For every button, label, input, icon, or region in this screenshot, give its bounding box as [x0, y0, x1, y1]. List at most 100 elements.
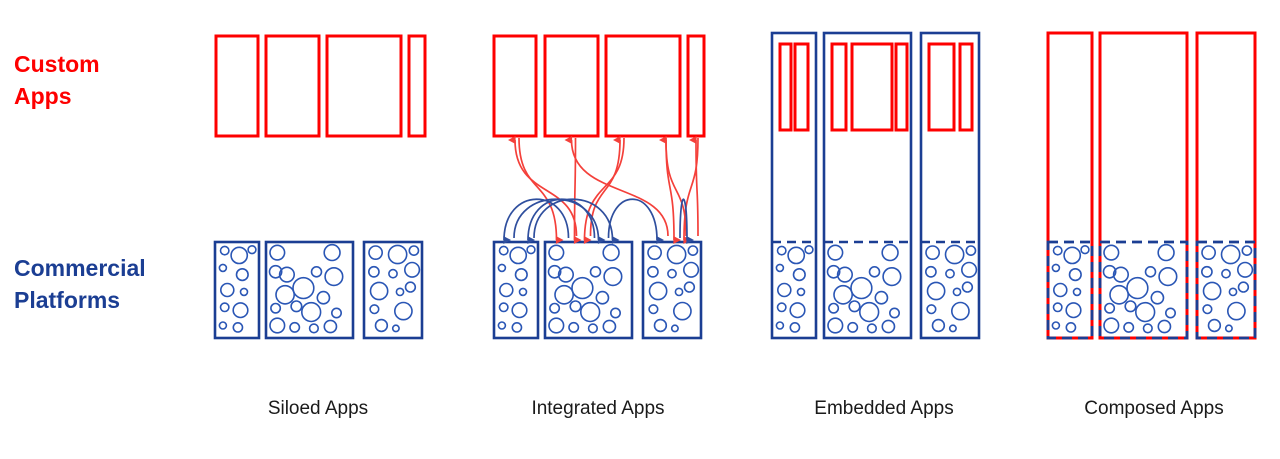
composed-platform-region	[1098, 240, 1189, 340]
commercial-platform-box	[213, 240, 261, 340]
bubble	[667, 268, 677, 279]
bubble	[1150, 290, 1165, 305]
bubble	[1103, 244, 1120, 261]
bubble	[579, 301, 601, 323]
bubble	[1157, 319, 1172, 334]
platform-bubbles-2	[1201, 244, 1254, 333]
bubble	[1053, 282, 1068, 298]
bubble	[1102, 264, 1117, 279]
commercial-platform-container	[770, 31, 818, 340]
commercial-platform-container	[822, 31, 913, 340]
bubble	[323, 243, 341, 262]
bubble	[587, 323, 599, 334]
platform-bubbles-1	[268, 243, 344, 334]
bubble	[1157, 243, 1175, 262]
bubble	[595, 290, 610, 305]
bubble	[1065, 321, 1077, 333]
bubble	[848, 300, 861, 313]
bubble	[881, 319, 896, 334]
custom-app-box	[407, 34, 427, 138]
commercial-platform-box	[492, 240, 540, 340]
custom-app-box	[214, 34, 260, 138]
bubble	[1201, 265, 1213, 278]
bubble	[827, 317, 844, 334]
bubble	[497, 263, 507, 273]
bubble	[1072, 287, 1082, 297]
bubble	[925, 245, 940, 260]
bubble	[826, 264, 841, 279]
caption-siloed-apps: Siloed Apps	[268, 398, 368, 419]
bubble	[787, 246, 806, 265]
bubble	[1202, 304, 1213, 315]
bubble	[1124, 300, 1137, 313]
bubble	[1202, 281, 1222, 301]
bubble	[368, 245, 383, 260]
composed-custom-containers-group	[1046, 31, 1257, 340]
platform-bubbles-0	[497, 245, 536, 333]
integrated-platforms-group	[492, 240, 703, 340]
bubble	[232, 302, 249, 319]
column-embedded-apps: Embedded Apps	[770, 31, 981, 419]
bubble	[270, 302, 282, 314]
bubble	[965, 245, 977, 256]
platform-bubbles-0	[775, 245, 814, 333]
bubble	[278, 266, 296, 283]
bubble	[1227, 301, 1246, 321]
bubble	[1237, 281, 1250, 293]
composed-platform-region	[1195, 240, 1257, 340]
bubble	[1201, 245, 1216, 260]
bubble	[511, 302, 528, 319]
bubble	[289, 321, 301, 333]
bubble	[232, 321, 244, 333]
bubble	[509, 246, 528, 265]
bubble	[776, 245, 787, 256]
bubble	[1144, 265, 1157, 278]
integration-arrow-blue-5	[679, 198, 694, 245]
bubble	[1158, 267, 1178, 287]
bubble	[219, 245, 230, 256]
commercial-platform-box	[641, 240, 703, 340]
bubble	[1142, 323, 1153, 334]
bubble	[230, 246, 249, 265]
bubble	[408, 245, 420, 256]
bubble	[549, 302, 561, 314]
bubble	[323, 319, 338, 334]
integration-arrow-blue-2	[513, 198, 606, 245]
bubble	[602, 319, 617, 334]
bubble	[218, 321, 228, 330]
bubble	[395, 287, 405, 297]
embedded-platform-containers-group	[770, 31, 981, 340]
bubble	[219, 302, 230, 313]
bubble	[1224, 324, 1233, 333]
integration-arrow-down-red-4	[683, 137, 699, 244]
siloed-platforms-group	[213, 240, 424, 340]
bubble	[1052, 245, 1063, 256]
integration-arrow-down-red-0	[518, 137, 564, 245]
bubble	[670, 324, 679, 333]
bubble	[269, 244, 286, 261]
platform-bubbles-0	[1051, 245, 1090, 333]
bubble	[858, 301, 880, 323]
platform-bubbles-2	[925, 244, 978, 333]
composed-platform-regions-group	[1046, 240, 1257, 340]
bubble	[498, 282, 514, 298]
bubble	[789, 321, 801, 333]
bubble	[602, 243, 620, 262]
bubble	[833, 284, 854, 305]
siloed-custom-apps-group	[214, 34, 427, 138]
platform-bubbles-2	[367, 244, 421, 333]
embedded-custom-app-box	[778, 42, 793, 132]
composed-platform-region	[1046, 240, 1094, 340]
bubble	[882, 267, 902, 287]
bubble	[850, 276, 873, 300]
bubble	[1103, 317, 1120, 334]
bubble	[888, 307, 900, 319]
bubble	[404, 281, 417, 293]
row-label-commercial-platforms: Commercial Platforms	[14, 255, 146, 313]
row-label-commercial-platforms-line2: Platforms	[14, 287, 120, 313]
bubble	[548, 317, 565, 334]
bubble	[1065, 302, 1082, 319]
bubble	[404, 261, 421, 278]
integration-arrow-blue-4	[607, 198, 664, 245]
bubble	[391, 324, 400, 333]
